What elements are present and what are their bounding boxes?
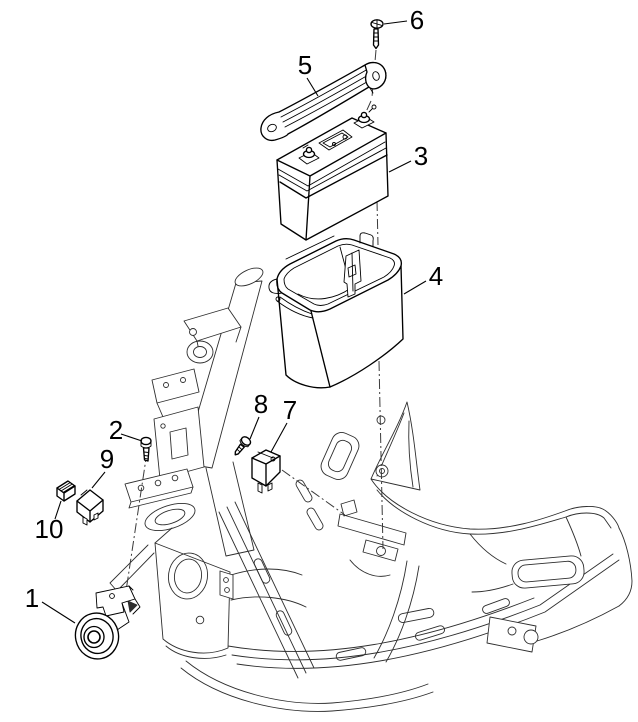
callout-1: 1 [25, 583, 76, 624]
part-5-battery-strap-drawing [260, 61, 387, 142]
part-9-relay-drawing [76, 489, 104, 526]
callout-label-9: 9 [100, 444, 114, 474]
callout-10: 10 [35, 500, 64, 544]
leader-line-1 [41, 601, 76, 624]
callout-label-10: 10 [35, 514, 64, 544]
leader-line-5 [306, 77, 319, 97]
callout-4: 4 [403, 261, 443, 295]
callout-6: 6 [383, 5, 424, 35]
callout-5: 5 [298, 50, 319, 97]
part-10-relay-block-drawing [56, 480, 76, 502]
callout-label-1: 1 [25, 583, 39, 613]
scooter-frame-drawing [109, 267, 633, 712]
part-8-screw-drawing [234, 436, 252, 456]
callout-9: 9 [91, 444, 114, 489]
part-1-horn-drawing [74, 585, 141, 660]
callout-2: 2 [109, 415, 143, 445]
callout-label-5: 5 [298, 50, 312, 80]
horn-screw-centerline [125, 451, 148, 592]
part-4-battery-tray-drawing [268, 232, 404, 389]
callout-3: 3 [388, 141, 428, 173]
callouts: 1 2 3 4 5 6 7 8 [25, 5, 443, 624]
leader-line-10 [54, 500, 62, 520]
part-3-battery-drawing [276, 104, 389, 241]
part-7-relay-drawing [251, 449, 281, 494]
leader-line-9 [91, 471, 106, 489]
callout-label-2: 2 [109, 415, 123, 445]
leader-line-8 [249, 416, 260, 440]
relay-centerline [281, 469, 346, 516]
callout-label-4: 4 [429, 261, 443, 291]
callout-label-7: 7 [283, 395, 297, 425]
leader-line-3 [388, 160, 412, 173]
leader-line-7 [270, 422, 288, 453]
leader-line-4 [403, 280, 427, 295]
leader-line-6 [383, 20, 408, 25]
part-6-screw-drawing [370, 19, 384, 50]
callout-8: 8 [249, 389, 268, 440]
callout-7: 7 [270, 395, 297, 453]
callout-label-8: 8 [254, 389, 268, 419]
callout-label-6: 6 [410, 5, 424, 35]
leader-line-2 [120, 433, 143, 442]
part-2-screw-drawing [140, 436, 152, 462]
callout-label-3: 3 [414, 141, 428, 171]
